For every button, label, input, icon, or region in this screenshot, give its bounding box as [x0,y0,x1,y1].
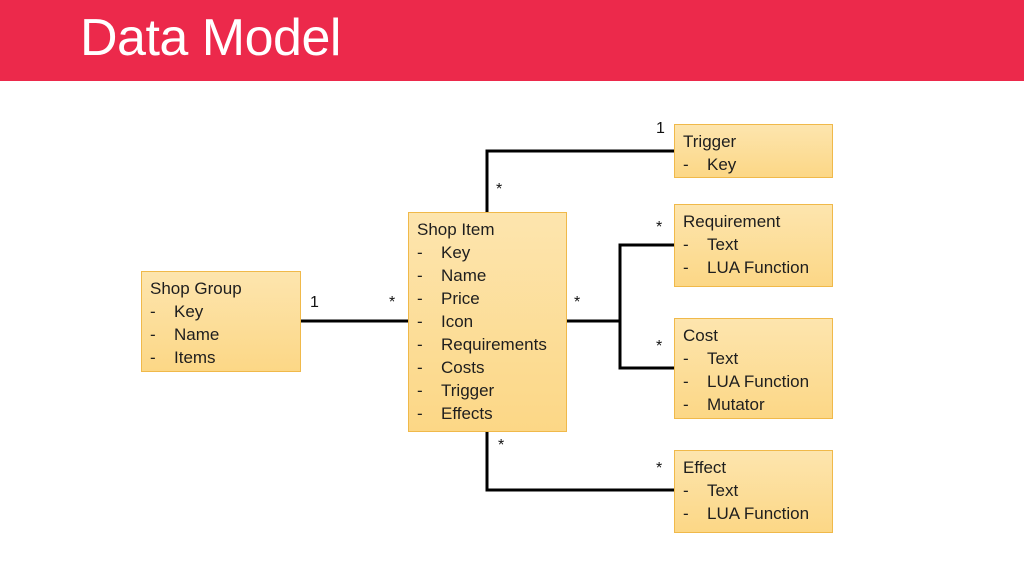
dash: - [683,235,689,254]
attribute: -Requirements [417,333,558,356]
attribute: -Icon [417,310,558,333]
entity-cost: Cost -Text -LUA Function -Mutator [674,318,833,419]
attribute: -Price [417,287,558,310]
attribute: -Items [150,346,292,369]
entity-title: Shop Item [417,220,495,239]
attribute-label: Effects [441,404,493,423]
line-item-trigger [485,149,674,212]
attribute-label: Costs [441,358,485,377]
line-item-requirement-cost [618,243,674,370]
dash: - [683,349,689,368]
attribute-label: Price [441,289,480,308]
attribute-label: Text [707,235,739,254]
attribute-label: LUA Function [707,372,810,391]
attribute: -Name [150,323,292,346]
attribute: -Mutator [683,393,824,416]
multiplicity-group-side: 1 [310,294,319,311]
attribute-label: LUA Function [707,504,810,523]
attribute: -Costs [417,356,558,379]
dash: - [683,504,689,523]
attribute: -Trigger [417,379,558,402]
dash: - [417,289,423,308]
attribute-label: Trigger [441,381,495,400]
entity-shop-group: Shop Group -Key -Name -Items [141,271,301,372]
multiplicity-item-side: * [389,294,396,311]
entity-title: Cost [683,326,718,345]
attribute-label: Key [707,155,737,174]
dash: - [150,302,156,321]
entity-shop-item: Shop Item -Key -Name -Price -Icon -Requi… [408,212,567,432]
dash: - [417,312,423,331]
entity-requirement: Requirement -Text -LUA Function [674,204,833,287]
attribute-label: Text [707,349,739,368]
multiplicity-item-trigger: * [496,181,503,198]
entity-title: Requirement [683,212,781,231]
attribute: -Text [683,233,824,256]
multiplicity-item-effect: * [498,437,505,454]
dash: - [150,348,156,367]
multiplicity-trigger: 1 [656,120,665,137]
dash: - [417,243,423,262]
attribute: -LUA Function [683,256,824,279]
attribute: -Name [417,264,558,287]
attribute: -Text [683,479,824,502]
entity-effect: Effect -Text -LUA Function [674,450,833,533]
attribute: -LUA Function [683,502,824,525]
dash: - [683,155,689,174]
multiplicity-effect: * [656,460,663,477]
attribute-label: Requirements [441,335,547,354]
dash: - [417,358,423,377]
entity-trigger: Trigger -Key [674,124,833,178]
attribute-label: Text [707,481,739,500]
attribute: -Key [417,241,558,264]
dash: - [417,381,423,400]
attribute: -Key [683,153,824,176]
attribute-label: Name [174,325,220,344]
attribute-label: Name [441,266,487,285]
multiplicity-requirement: * [656,219,663,236]
page-title: Data Model [80,9,341,67]
attribute: -LUA Function [683,370,824,393]
multiplicity-cost: * [656,338,663,355]
entity-title: Effect [683,458,727,477]
attribute: -Effects [417,402,558,425]
multiplicity-item-branch: * [574,294,581,311]
line-item-effect [485,432,674,492]
attribute-label: Items [174,348,216,367]
attribute-label: Key [174,302,204,321]
title-bar: Data Model [0,0,1024,81]
dash: - [683,258,689,277]
dash: - [683,395,689,414]
attribute-label: Mutator [707,395,765,414]
dash: - [683,372,689,391]
attribute: -Text [683,347,824,370]
attribute: -Key [150,300,292,323]
dash: - [417,335,423,354]
dash: - [150,325,156,344]
dash: - [417,404,423,423]
entity-title: Shop Group [150,279,242,298]
dash: - [417,266,423,285]
attribute-label: Key [441,243,471,262]
dash: - [683,481,689,500]
entity-title: Trigger [683,132,737,151]
attribute-label: Icon [441,312,474,331]
attribute-label: LUA Function [707,258,810,277]
